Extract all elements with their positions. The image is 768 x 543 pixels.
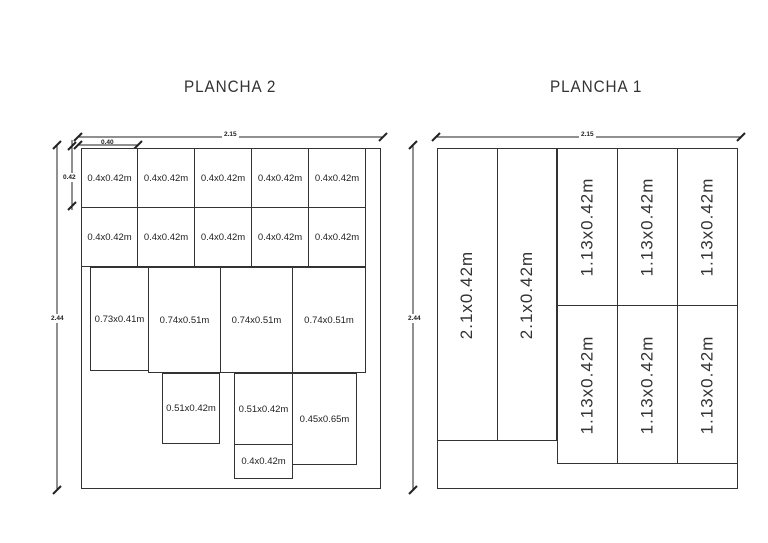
plancha-2-width-label: 2.15 (222, 131, 239, 138)
plancha-2-piece: 0.4x0.42m (137, 207, 195, 267)
piece-label: 0.4x0.42m (200, 231, 246, 243)
piece-label: 0.4x0.42m (87, 172, 132, 184)
piece-label: 0.74x0.51m (159, 314, 210, 326)
piece-label: 0.4x0.42m (241, 456, 286, 467)
plancha-2-height-label: 2.44 (51, 314, 64, 323)
plancha-1-piece: 2.1x0.42m (437, 148, 498, 441)
plancha-2-piece: 0.4x0.42m (81, 207, 138, 267)
plancha-1-piece: 1.13x0.42m (557, 148, 618, 306)
piece-label: 0.4x0.42m (314, 231, 360, 243)
plancha-2-piece: 0.74x0.51m (220, 267, 293, 373)
piece-label: 1.13x0.42m (577, 335, 597, 434)
piece-label: 0.74x0.51m (231, 314, 282, 326)
plancha-1-title: PLANCHA 1 (550, 77, 643, 96)
plancha-2-piece: 0.51x0.42m (234, 373, 293, 445)
piece-label: 1.13x0.42m (637, 335, 657, 434)
plancha-2-piece: 0.73x0.41m (90, 267, 149, 371)
plancha-2-piece: 0.51x0.42m (162, 373, 220, 444)
plancha-1-width-label: 2.15 (579, 131, 596, 138)
piece-label: 0.73x0.41m (94, 313, 145, 325)
plancha-2-piece: 0.4x0.42m (81, 148, 138, 208)
piece-label: 0.4x0.42m (314, 172, 360, 184)
plancha-2-piece: 0.4x0.42m (137, 148, 195, 208)
plancha-1-piece: 1.13x0.42m (677, 148, 738, 306)
plancha-1-piece: 1.13x0.42m (617, 305, 678, 464)
piece-label: 0.4x0.42m (87, 231, 132, 243)
piece-label: 2.1x0.42m (517, 250, 537, 339)
plancha-2-title: PLANCHA 2 (184, 77, 277, 96)
plancha-2-piece: 0.4x0.42m (234, 444, 293, 479)
plancha-1-piece: 2.1x0.42m (497, 148, 557, 441)
piece-label: 0.4x0.42m (200, 172, 246, 184)
piece-label: 0.51x0.42m (166, 403, 216, 414)
piece-label: 0.51x0.42m (238, 403, 289, 415)
plancha-2-piece: 0.4x0.42m (308, 207, 366, 267)
plancha-2-piece-width-label: 0.40 (101, 139, 114, 146)
piece-label: 1.13x0.42m (637, 177, 657, 277)
plancha-2-piece: 0.74x0.51m (292, 267, 366, 373)
piece-label: 1.13x0.42m (697, 177, 717, 277)
plancha-2-piece-height-label: 0.42 (63, 173, 76, 182)
piece-label: 0.4x0.42m (143, 172, 189, 184)
piece-label: 0.74x0.51m (304, 314, 354, 326)
plancha-2-piece: 0.4x0.42m (251, 207, 309, 267)
piece-label: 0.4x0.42m (257, 231, 303, 243)
piece-label: 1.13x0.42m (697, 335, 717, 434)
plancha-1-height-label: 2.44 (408, 314, 421, 323)
plancha-2-piece: 0.4x0.42m (194, 207, 252, 267)
piece-label: 0.4x0.42m (143, 231, 189, 243)
plancha-1-piece: 1.13x0.42m (557, 305, 618, 464)
piece-label: 0.45x0.65m (299, 413, 350, 425)
plancha-2-piece: 0.4x0.42m (308, 148, 366, 208)
plancha-2-piece: 0.4x0.42m (251, 148, 309, 208)
plancha-2-piece: 0.45x0.65m (292, 373, 357, 465)
plancha-2-piece: 0.74x0.51m (148, 267, 221, 373)
plancha-1-piece: 1.13x0.42m (677, 305, 738, 464)
piece-label: 2.1x0.42m (457, 250, 477, 339)
piece-label: 0.4x0.42m (257, 172, 303, 184)
plancha-1-piece: 1.13x0.42m (617, 148, 678, 306)
piece-label: 1.13x0.42m (577, 177, 597, 277)
plancha-2-piece: 0.4x0.42m (194, 148, 252, 208)
